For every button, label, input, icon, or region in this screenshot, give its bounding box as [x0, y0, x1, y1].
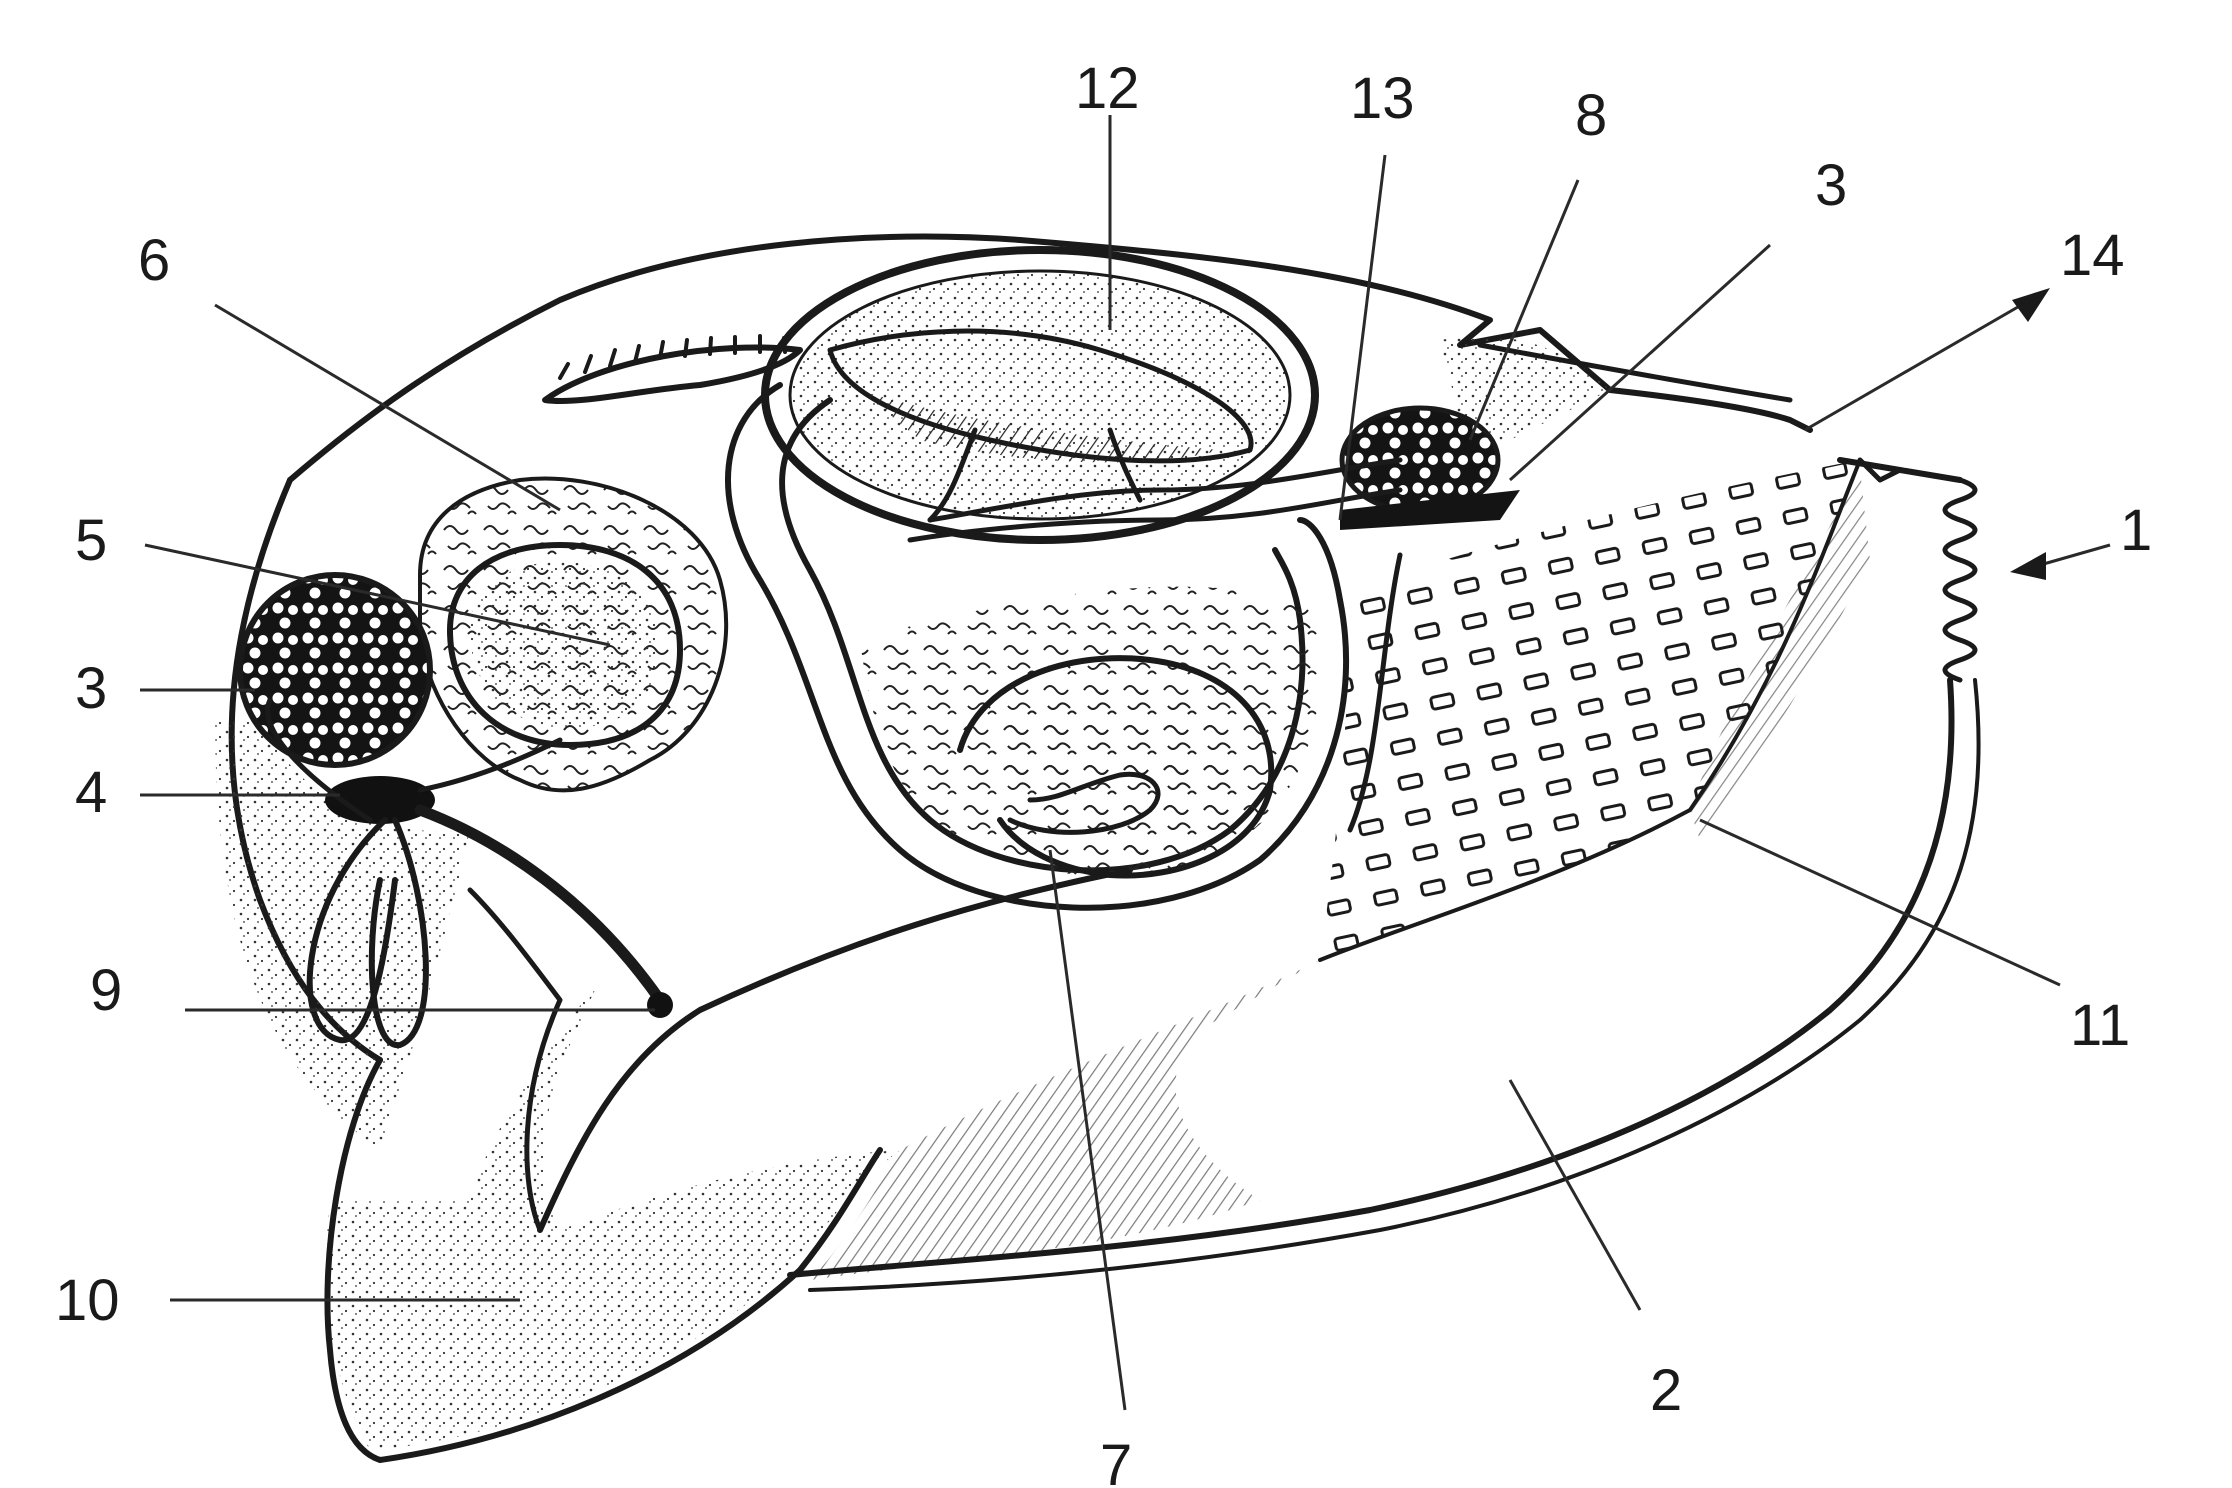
digestive-gland	[418, 476, 729, 793]
gill-region	[810, 458, 1870, 1280]
label-6: 6	[138, 228, 170, 293]
leader-14	[1804, 298, 2031, 432]
label-1: 1	[2120, 498, 2152, 563]
leader-3b	[1508, 243, 1772, 482]
label-5: 5	[75, 508, 107, 573]
ganglion-and-nerves	[265, 697, 673, 1049]
label-3-left: 3	[75, 656, 107, 721]
label-9: 9	[90, 958, 122, 1023]
label-13: 13	[1350, 66, 1415, 131]
label-12: 12	[1075, 56, 1140, 121]
leader-lines	[140, 115, 2111, 1411]
label-4: 4	[75, 760, 107, 825]
leader-13	[1338, 154, 1387, 521]
labels: 12 13 8 3 14 1 6 5 3 4 9 10 7 2 11	[55, 56, 2152, 1488]
leader-7	[1048, 849, 1127, 1411]
leader-6	[214, 303, 561, 512]
posterior-adductor-rim	[1347, 552, 1403, 833]
shell-margin	[787, 677, 1981, 1292]
label-3-right: 3	[1815, 153, 1847, 218]
label-14: 14	[2060, 223, 2125, 288]
pericardium	[761, 246, 1319, 544]
intestine	[724, 382, 1403, 911]
label-7: 7	[1100, 1433, 1132, 1488]
arrow-14-icon	[2012, 288, 2050, 322]
leader-8	[1468, 179, 1580, 441]
label-11: 11	[2070, 993, 2130, 1058]
kidney-organ	[1339, 405, 1520, 530]
mantle-edge-top	[1477, 342, 1793, 403]
arrow-1-icon	[2010, 552, 2046, 580]
leader-2	[1508, 1079, 1642, 1311]
label-8: 8	[1575, 83, 1607, 148]
label-10: 10	[55, 1268, 120, 1333]
anterior-adductor	[237, 572, 433, 768]
leader-1	[2039, 543, 2111, 567]
label-2: 2	[1650, 1358, 1682, 1423]
leader-11	[1699, 818, 2061, 987]
leader-5	[144, 543, 611, 647]
